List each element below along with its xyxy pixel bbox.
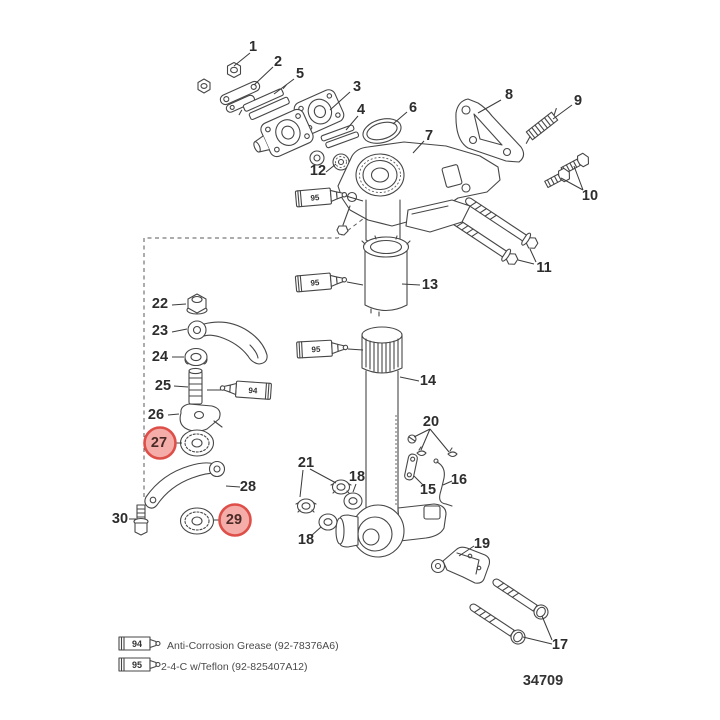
part-label-27: 27 xyxy=(151,435,167,451)
highlight-circle-27 xyxy=(143,426,177,460)
part-4-retainer-plates xyxy=(320,124,360,149)
part-14-swivel-tube xyxy=(361,326,403,513)
part-label-26: 26 xyxy=(148,407,164,423)
part-label-14: 14 xyxy=(420,373,436,389)
part-label-15: 15 xyxy=(420,482,436,498)
part-23-steering-lever xyxy=(187,320,268,365)
part-21-nuts xyxy=(295,479,352,514)
part-15-link xyxy=(404,453,418,481)
part-8-bracket xyxy=(455,98,525,163)
part-16-rod xyxy=(433,458,453,507)
highlight-circle-29 xyxy=(218,503,252,537)
part-17-bolts xyxy=(469,578,549,645)
legend-item-text: 2-4-C w/Teflon (92-825407A12) xyxy=(161,661,308,673)
legend-item-text: Anti-Corrosion Grease (92-78376A6) xyxy=(167,640,339,652)
legend-tube-label: 94 xyxy=(132,639,142,649)
legend-tube-95-icon: 95 xyxy=(118,657,161,672)
part-6-gasket xyxy=(362,118,402,144)
tube-label: 95 xyxy=(310,278,320,288)
part-label-11: 11 xyxy=(536,260,551,276)
part-22-nut xyxy=(186,293,208,315)
grease-tube-95-icon: 95 xyxy=(294,272,348,293)
part-label-12: 12 xyxy=(310,163,326,179)
part-label-10: 10 xyxy=(582,188,598,204)
grease-tube-95-icon: 95 xyxy=(294,187,348,208)
part-26-cam-plate xyxy=(179,403,223,432)
leader-lines xyxy=(129,52,584,645)
part-label-18: 18 xyxy=(349,469,365,485)
drawing-number: 34709 xyxy=(523,673,563,689)
legend-tube-94-icon: 94 xyxy=(118,636,161,651)
part-label-4: 4 xyxy=(357,102,365,118)
part-label-23: 23 xyxy=(152,323,168,339)
part-label-16: 16 xyxy=(451,472,467,488)
part-12-grommets xyxy=(309,150,350,171)
part-label-3: 3 xyxy=(353,79,361,95)
part-label-18: 18 xyxy=(298,532,314,548)
part-label-24: 24 xyxy=(152,349,168,365)
part-label-1: 1 xyxy=(249,39,257,55)
part-label-2: 2 xyxy=(274,54,282,70)
part-10-bolts xyxy=(544,152,590,189)
part-2-link xyxy=(219,80,261,113)
legend: 94 Anti-Corrosion Grease (92-78376A6) 95… xyxy=(118,636,339,673)
part-27-toothed-washer xyxy=(179,429,215,457)
part-label-17: 17 xyxy=(552,637,568,653)
part-label-7: 7 xyxy=(425,128,433,144)
steering-arm-housing xyxy=(335,503,447,558)
part-label-9: 9 xyxy=(574,93,582,109)
part-28-reverse-lock-arm xyxy=(144,460,226,509)
grease-tube-95-icon: 95 xyxy=(296,339,349,359)
tube-label: 94 xyxy=(248,386,258,396)
grease-tube-94-icon: 94 xyxy=(219,380,272,400)
part-24-washer xyxy=(184,347,208,367)
part-label-8: 8 xyxy=(505,87,513,103)
part-9-spring xyxy=(525,107,559,144)
tube-label: 95 xyxy=(311,345,321,354)
part-label-20: 20 xyxy=(423,414,439,430)
part-30-bolt xyxy=(133,504,149,536)
detail-box-dashed xyxy=(143,211,373,497)
part-label-6: 6 xyxy=(409,100,417,116)
part-20-fasteners xyxy=(407,434,458,458)
part-19-clamp xyxy=(430,546,491,584)
part-25-pivot-pin xyxy=(188,367,203,405)
part-1-nut xyxy=(226,61,242,79)
part-label-21: 21 xyxy=(298,455,314,471)
part-label-25: 25 xyxy=(155,378,171,394)
part-29-toothed-washer xyxy=(179,507,215,535)
part-label-19: 19 xyxy=(474,536,490,552)
part-11-bolts xyxy=(448,197,539,265)
part-label-29: 29 xyxy=(226,512,242,528)
part-label-22: 22 xyxy=(152,296,168,312)
part-5-plates xyxy=(238,84,290,121)
part-unlabeled-nut xyxy=(197,78,211,94)
legend-tube-label: 95 xyxy=(132,660,142,670)
tube-label: 95 xyxy=(310,193,320,203)
part-13-sleeve xyxy=(361,235,411,317)
part-3-mount-front xyxy=(253,108,314,158)
part-18-washers xyxy=(318,492,363,531)
part-label-30: 30 xyxy=(112,511,128,527)
part-label-5: 5 xyxy=(296,66,304,82)
part-label-28: 28 xyxy=(240,479,256,495)
part-label-13: 13 xyxy=(422,277,438,293)
part-7-swivel-bracket xyxy=(336,141,501,246)
